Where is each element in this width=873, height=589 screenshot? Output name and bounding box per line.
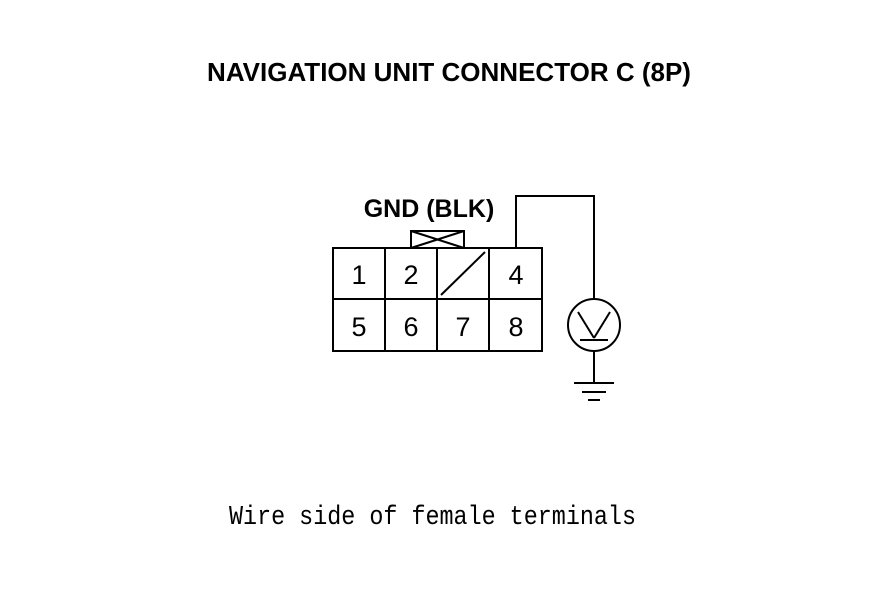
- gnd-terminal-label: GND (BLK): [364, 195, 495, 223]
- pin-8: 8: [508, 312, 523, 342]
- ground-icon: [574, 382, 614, 401]
- connector-body: [332, 247, 543, 352]
- pin-5: 5: [351, 312, 366, 342]
- pin-1: 1: [351, 260, 366, 290]
- probe-wire: [515, 195, 595, 299]
- pin-2: 2: [403, 260, 418, 290]
- pin-4: 4: [508, 260, 523, 290]
- diagram-caption: Wire side of female terminals: [229, 503, 636, 533]
- connector-lock-tab: [410, 230, 465, 249]
- voltmeter-icon: [567, 298, 621, 352]
- empty-cavity-mark: [440, 251, 486, 296]
- pin-7: 7: [455, 312, 470, 342]
- diagram-title: NAVIGATION UNIT CONNECTOR C (8P): [207, 57, 691, 87]
- pin-6: 6: [403, 312, 418, 342]
